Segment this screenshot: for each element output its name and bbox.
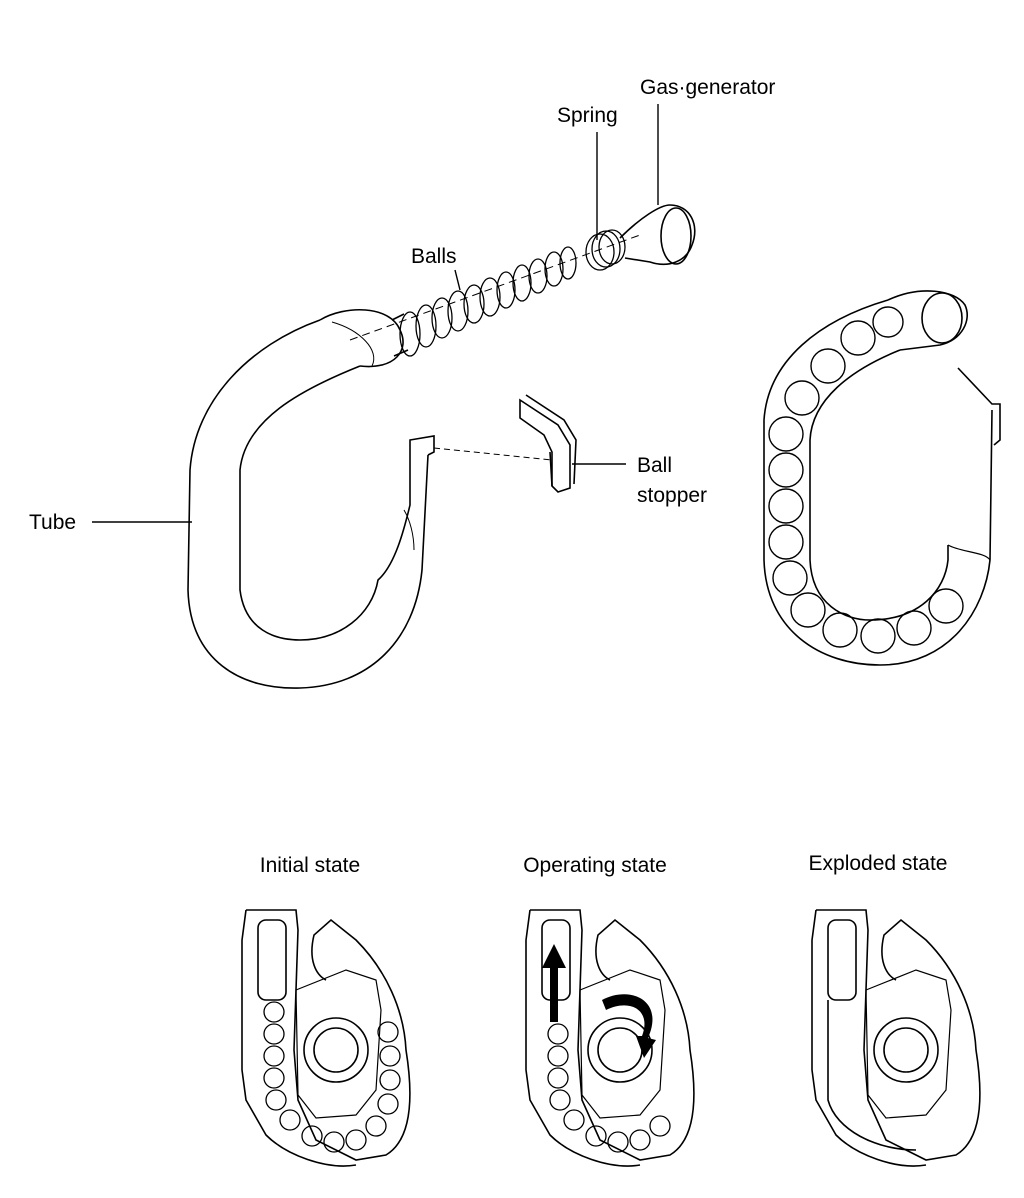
operating-state-caption: Operating state xyxy=(523,854,667,877)
exploded-state-diagram xyxy=(811,909,981,1167)
ball-stopper-part xyxy=(519,394,577,493)
gas-generator-label: Gas·generator xyxy=(640,76,776,99)
gas-generator-part xyxy=(619,204,696,266)
ball-stopper-label-line1: Ball xyxy=(637,454,673,477)
exploded-state-caption: Exploded state xyxy=(808,852,948,875)
ball-stopper-label-line2: stopper xyxy=(637,484,708,507)
initial-state-caption: Initial state xyxy=(259,854,361,877)
spring-label: Spring xyxy=(557,104,618,127)
initial-state-diagram xyxy=(241,909,411,1167)
assembled-balls xyxy=(768,306,964,654)
spring-part xyxy=(585,229,626,271)
exploded-assembly xyxy=(187,204,696,689)
balls-string xyxy=(399,246,577,357)
balls-label: Balls xyxy=(411,245,457,268)
leader-lines xyxy=(92,104,659,523)
tube-body xyxy=(187,308,435,689)
assembled-assembly xyxy=(763,290,1001,666)
operating-state-diagram xyxy=(525,909,695,1167)
tube-label: Tube xyxy=(29,511,77,534)
operating-arrows xyxy=(542,944,656,1058)
